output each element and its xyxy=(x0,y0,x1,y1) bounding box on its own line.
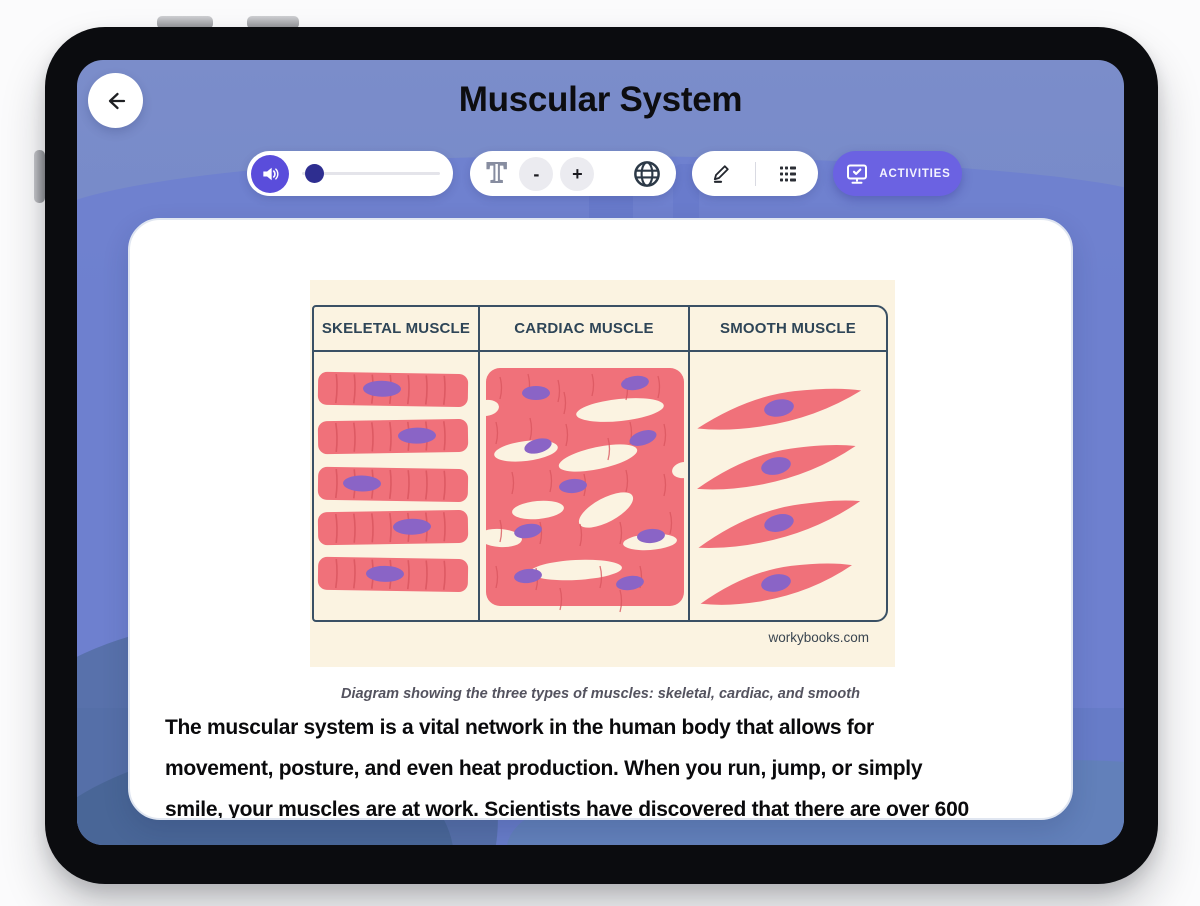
paragraph-line: movement, posture, and even heat product… xyxy=(165,757,923,780)
muscle-table: SKELETAL MUSCLE CARDIAC MUSCLE SMOOTH MU… xyxy=(312,305,888,622)
volume-slider-knob[interactable] xyxy=(305,164,324,183)
volume-button[interactable] xyxy=(251,154,289,193)
activities-label: ACTIVITIES xyxy=(879,167,951,180)
app-screen: Muscular System T - + xyxy=(77,60,1124,845)
dotted-list-icon xyxy=(780,166,796,181)
skeletal-muscle-cell xyxy=(314,352,478,620)
paragraph-line: smile, your muscles are at work. Scienti… xyxy=(165,798,969,820)
decrease-text-button[interactable]: - xyxy=(519,156,554,191)
smooth-muscle-illustration xyxy=(697,388,862,605)
skeletal-muscle-illustration xyxy=(317,371,469,592)
cardiac-muscle-cell xyxy=(478,352,688,620)
annotate-button[interactable] xyxy=(710,162,734,186)
tablet-side-button xyxy=(34,150,45,203)
column-header-smooth: SMOOTH MUSCLE xyxy=(688,307,886,352)
paragraph-line: The muscular system is a vital network i… xyxy=(165,716,874,739)
volume-slider-track[interactable] xyxy=(302,164,440,183)
page-title: Muscular System xyxy=(458,80,743,119)
speaker-icon xyxy=(263,167,279,180)
cardiac-muscle-illustration xyxy=(480,368,688,613)
text-size-control: T - + xyxy=(470,151,676,196)
pencil-icon xyxy=(713,164,729,183)
column-header-cardiac: CARDIAC MUSCLE xyxy=(478,307,688,352)
toolbar-divider xyxy=(754,161,756,186)
smooth-muscle-cell xyxy=(688,352,886,620)
monitor-check-icon xyxy=(847,164,868,184)
text-icon: T xyxy=(486,157,507,189)
increase-text-button[interactable]: + xyxy=(560,156,595,191)
column-header-skeletal: SKELETAL MUSCLE xyxy=(314,307,478,352)
article-paragraph: The muscular system is a vital network i… xyxy=(165,707,1067,820)
muscle-diagram: SKELETAL MUSCLE CARDIAC MUSCLE SMOOTH MU… xyxy=(310,280,895,667)
tablet-volume-up-button xyxy=(157,16,213,29)
list-button[interactable] xyxy=(776,162,800,186)
diagram-caption: Diagram showing the three types of muscl… xyxy=(341,686,860,702)
language-button[interactable] xyxy=(632,159,662,189)
arrow-left-icon xyxy=(108,92,125,109)
content-card: SKELETAL MUSCLE CARDIAC MUSCLE SMOOTH MU… xyxy=(128,218,1073,820)
watermark: workybooks.com xyxy=(768,630,869,645)
activities-button[interactable]: ACTIVITIES xyxy=(833,151,962,196)
tablet-volume-down-button xyxy=(247,16,299,29)
globe-icon xyxy=(634,160,661,187)
back-button[interactable] xyxy=(88,73,143,128)
volume-control xyxy=(247,151,453,196)
tools-control xyxy=(692,151,818,196)
tablet-frame: Muscular System T - + xyxy=(45,27,1158,884)
